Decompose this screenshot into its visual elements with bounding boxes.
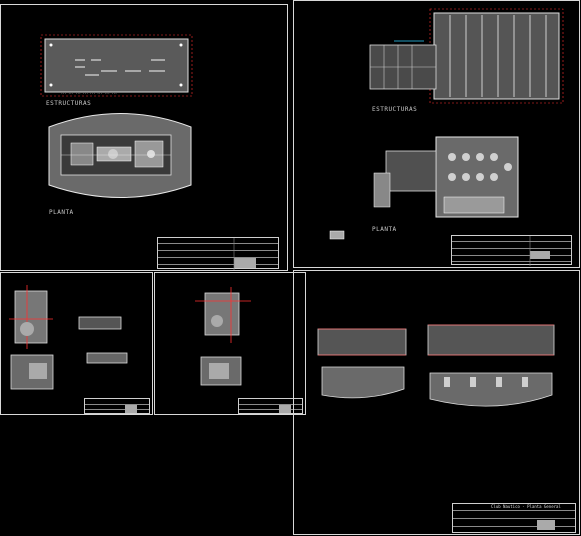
drawing-sheet-top-left[interactable]: ··· ··· ··· ··· ··· ··· ··· ··· ESTRUCTU… [0, 4, 288, 271]
detail-drawings-a [9, 285, 128, 390]
title-block-top-right [451, 235, 572, 266]
label-structures-right: ESTRUCTURAS [372, 106, 418, 113]
elevations-drawing [317, 324, 555, 407]
label-structures-left: ESTRUCTURAS [46, 100, 92, 107]
title-block-title: Club Nautico - Planta General [491, 504, 561, 509]
structures-plan-drawing-right [369, 8, 564, 104]
floor-plan-drawing-left [48, 113, 192, 198]
drawing-sheet-top-right[interactable]: ESTRUCTURAS PLANTA [293, 0, 580, 268]
title-block-bottom-left-b [238, 398, 303, 414]
structures-plan-drawing: ··· ··· ··· ··· ··· ··· ··· ··· [40, 34, 193, 97]
drawing-sheet-bottom-left-b[interactable] [154, 272, 306, 415]
drawing-sheet-bottom-right[interactable]: Club Nautico - Planta General [293, 270, 580, 535]
detail-drawings-b [195, 287, 251, 386]
title-block-top-left [157, 237, 279, 270]
title-block-bottom-right: Club Nautico - Planta General [452, 503, 576, 533]
label-plan-right: PLANTA [372, 226, 397, 233]
title-block-bottom-left-a [84, 398, 150, 414]
drawing-sheet-bottom-left-a[interactable] [0, 272, 153, 415]
svg-text:··· ··· ··· ··· ··· ··· ··· ··: ··· ··· ··· ··· ··· ··· ··· ··· [61, 91, 117, 95]
label-plan-left: PLANTA [49, 209, 74, 216]
floor-plan-drawing-right [329, 136, 519, 240]
